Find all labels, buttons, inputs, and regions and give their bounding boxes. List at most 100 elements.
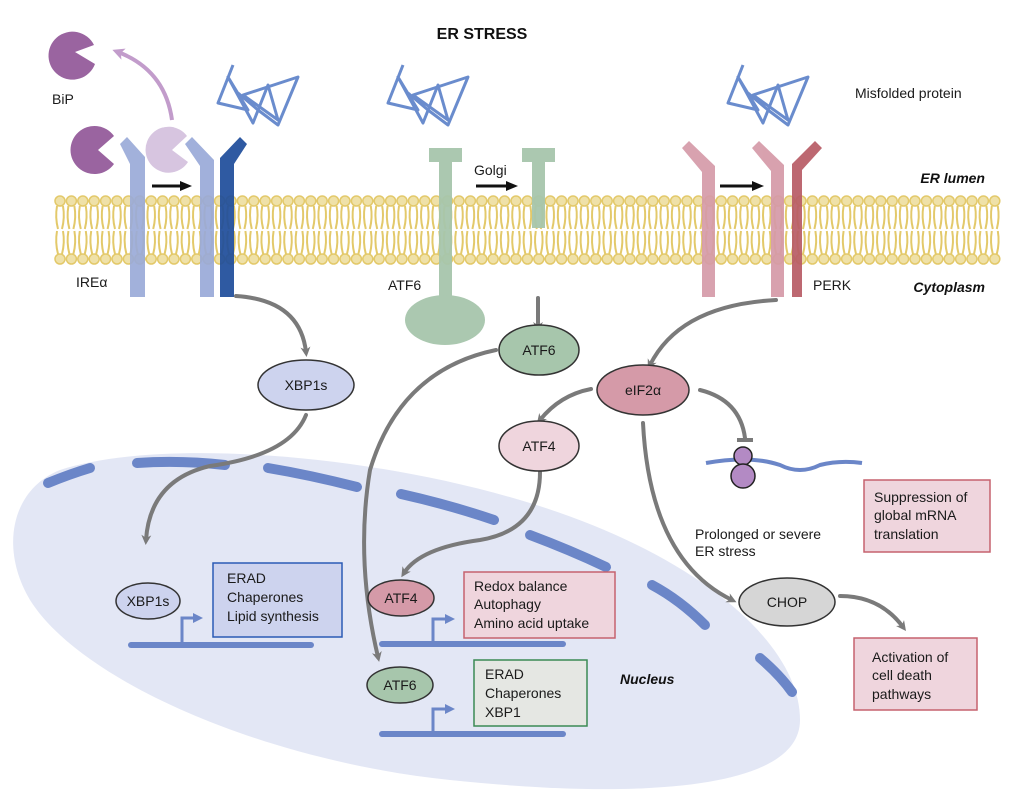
lipid-tail [180, 230, 191, 255]
mrna-strand [705, 457, 863, 472]
lipid-tail [602, 205, 612, 230]
lipid-head [647, 195, 659, 207]
bip-bound-icon [70, 126, 114, 175]
lipid-head [282, 253, 294, 265]
svg-text:translation: translation [874, 526, 939, 542]
lipid-tail [511, 230, 521, 255]
svg-text:Lipid synthesis: Lipid synthesis [227, 608, 319, 624]
lipid-head [875, 253, 887, 265]
lipid-tail [112, 230, 122, 255]
svg-text:Autophagy: Autophagy [474, 596, 541, 612]
golgi-label: Golgi [474, 162, 507, 178]
lipid-tail [579, 205, 590, 230]
lipid-tail [283, 205, 293, 230]
lipid-tail [727, 205, 738, 230]
lipid-tail [420, 230, 430, 255]
lipid-tail [648, 205, 658, 230]
perk-label: PERK [813, 277, 852, 293]
lipid-tail [260, 205, 270, 230]
svg-text:eIF2α: eIF2α [625, 382, 661, 398]
lipid-tail [169, 230, 179, 255]
lipid-head [692, 195, 705, 207]
lipid-head [635, 253, 648, 265]
atf6-membrane-label: ATF6 [388, 277, 421, 293]
atf4-cytoplasm-node: ATF4 [498, 420, 580, 472]
ribosome-large-subunit-icon [730, 463, 756, 489]
lipid-head [145, 195, 157, 207]
lipid-head [327, 253, 340, 265]
lipid-tail [830, 230, 840, 255]
lipid-tail [317, 230, 327, 255]
lipid-tail [157, 205, 168, 230]
lipid-head [749, 253, 762, 265]
lipid-head [954, 253, 967, 265]
lipid-head [612, 253, 625, 265]
lipid-tail [477, 230, 487, 255]
lipid-tail [648, 230, 658, 255]
ire1-dimer [185, 137, 247, 297]
lipid-head [669, 253, 682, 265]
lipid-tail [670, 230, 681, 255]
lipid-tail [568, 205, 578, 230]
lipid-head [270, 253, 283, 265]
lipid-head [521, 253, 534, 265]
svg-text:XBP1: XBP1 [485, 704, 521, 720]
lipid-tail [944, 230, 954, 255]
lipid-tail [898, 205, 909, 230]
lipid-tail [534, 230, 544, 255]
chop-to-death-arrow [838, 594, 906, 632]
lipid-tail [944, 205, 954, 230]
lipid-tail [602, 230, 612, 255]
lipid-head [726, 195, 739, 207]
svg-text:Activation of: Activation of [872, 649, 948, 665]
lipid-tail [625, 230, 635, 255]
lipid-head [521, 195, 534, 207]
lipid-head [350, 253, 363, 265]
lipid-head [168, 253, 180, 265]
lipid-tail [78, 230, 88, 255]
lipid-tail [237, 205, 248, 230]
lipid-head [498, 253, 511, 265]
chop-node: CHOP [738, 577, 836, 627]
lipid-tail [591, 205, 601, 230]
lipid-head [658, 195, 670, 207]
lipid-tail [249, 230, 259, 255]
lipid-head [897, 253, 910, 265]
misfolded-protein-icon [726, 64, 810, 127]
er-membrane [54, 195, 1001, 265]
lipid-head [943, 195, 955, 207]
perk-monomer [682, 141, 715, 297]
lipid-tail [294, 205, 305, 230]
lipid-head [453, 253, 465, 265]
diagram-title: ER STRESS [437, 26, 528, 43]
lipid-head [612, 195, 625, 207]
perk-to-eif2a-arrow [647, 298, 778, 370]
lipid-head [111, 253, 123, 265]
lipid-head [567, 253, 579, 265]
lipid-head [920, 253, 933, 265]
xbp1-targets-box: ERAD Chaperones Lipid synthesis [212, 562, 343, 638]
misfolded-protein-icon [386, 64, 470, 127]
lipid-head [88, 253, 100, 265]
lipid-head [681, 195, 693, 207]
lipid-head [635, 195, 648, 207]
lipid-tail [351, 205, 362, 230]
lipid-tail [978, 230, 989, 255]
svg-text:CHOP: CHOP [767, 594, 807, 610]
lipid-tail [249, 205, 259, 230]
lipid-tail [192, 230, 202, 255]
lipid-tail [819, 230, 829, 255]
lipid-tail [340, 205, 350, 230]
lipid-head [966, 253, 978, 265]
lipid-head [476, 195, 488, 207]
lipid-head [316, 195, 328, 207]
lipid-head [65, 253, 78, 265]
lipid-tail [317, 205, 327, 230]
lipid-tail [841, 230, 852, 255]
lipid-head [476, 253, 488, 265]
lipid-head [738, 253, 750, 265]
lipid-head [749, 195, 762, 207]
lipid-head [977, 253, 990, 265]
lipid-head [886, 253, 898, 265]
lipid-tail [613, 230, 624, 255]
